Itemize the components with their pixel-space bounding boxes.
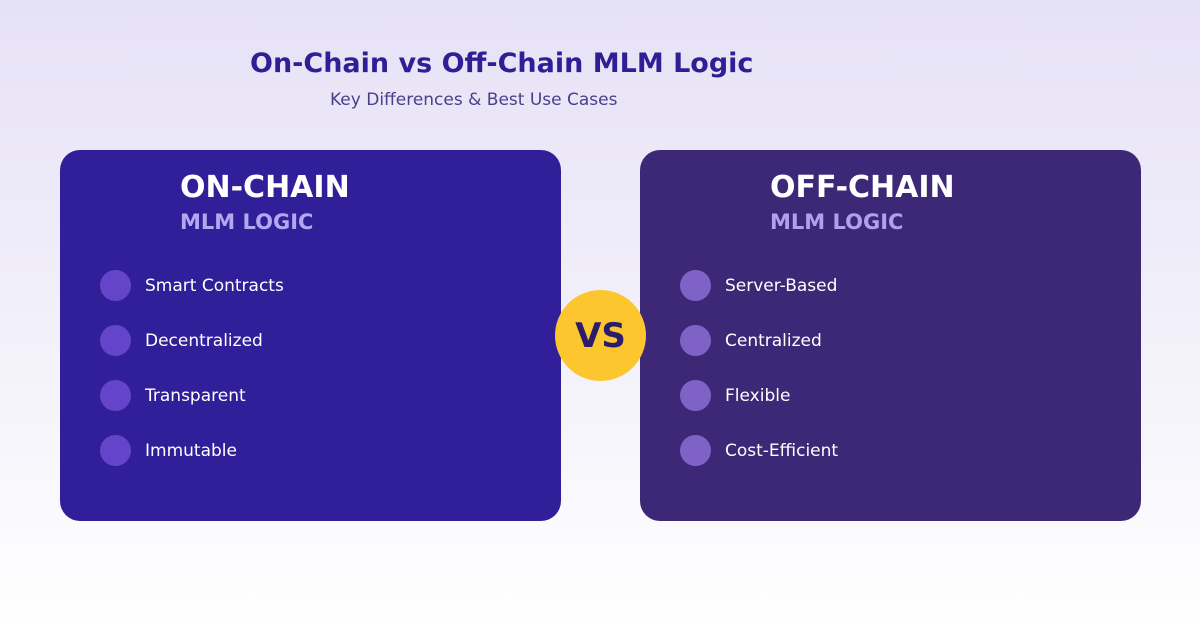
off-chain-title: OFF-CHAIN [770,170,955,205]
list-item-label: Smart Contracts [145,275,284,296]
list-item-label: Transparent [145,385,246,406]
list-item: Transparent [100,380,246,411]
bullet-dot-icon [100,270,131,301]
bullet-dot-icon [680,270,711,301]
bullet-dot-icon [100,380,131,411]
on-chain-card: ON-CHAIN MLM LOGIC Smart Contracts Decen… [60,150,561,521]
list-item-label: Flexible [725,385,791,406]
page-subtitle: Key Differences & Best Use Cases [330,90,618,110]
on-chain-subtitle: MLM LOGIC [180,210,314,234]
off-chain-subtitle: MLM LOGIC [770,210,904,234]
list-item-label: Decentralized [145,330,263,351]
list-item: Immutable [100,435,237,466]
on-chain-title: ON-CHAIN [180,170,350,205]
list-item: Centralized [680,325,822,356]
list-item-label: Server-Based [725,275,838,296]
page-title: On-Chain vs Off-Chain MLM Logic [250,48,754,79]
list-item: Decentralized [100,325,263,356]
bullet-dot-icon [100,325,131,356]
list-item-label: Cost-Efficient [725,440,839,461]
bullet-dot-icon [680,325,711,356]
vs-badge: VS [555,290,646,381]
list-item-label: Centralized [725,330,822,351]
list-item-label: Immutable [145,440,237,461]
list-item: Server-Based [680,270,837,301]
list-item: Flexible [680,380,790,411]
off-chain-card: OFF-CHAIN MLM LOGIC Server-Based Central… [640,150,1141,521]
bullet-dot-icon [680,435,711,466]
bullet-dot-icon [680,380,711,411]
list-item: Cost-Efficient [680,435,838,466]
list-item: Smart Contracts [100,270,284,301]
bullet-dot-icon [100,435,131,466]
